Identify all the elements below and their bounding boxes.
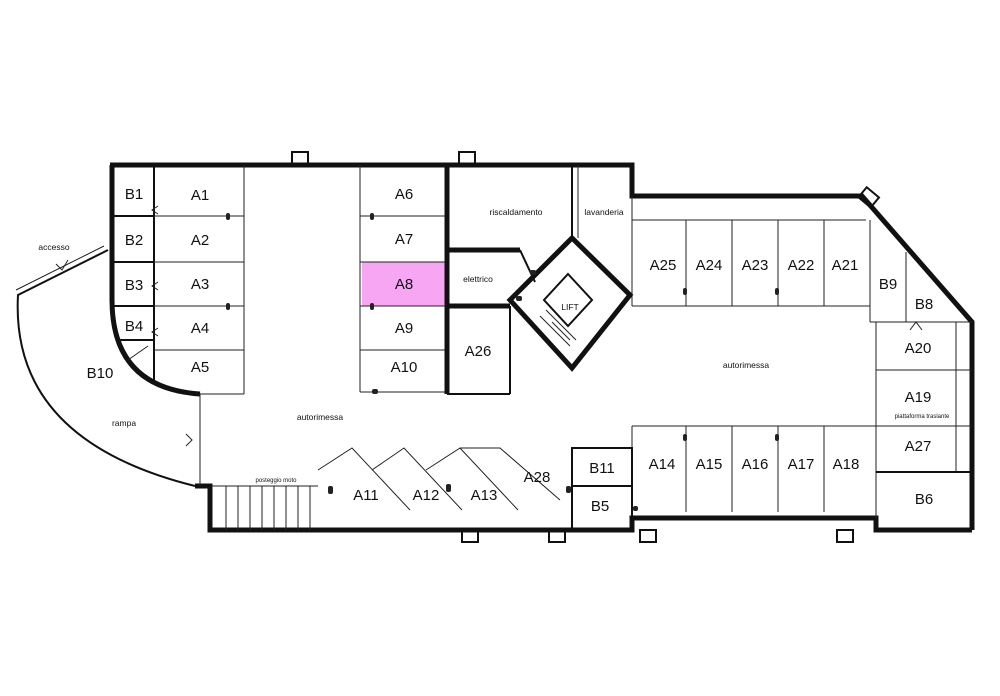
label-a21: A21 xyxy=(832,257,859,274)
label-b1: B1 xyxy=(125,186,143,203)
label-a16: A16 xyxy=(742,456,769,473)
space-a8-highlight xyxy=(362,262,445,306)
label-a26: A26 xyxy=(465,343,492,360)
label-riscaldamento: riscaldamento xyxy=(490,207,543,217)
label-a14: A14 xyxy=(649,456,676,473)
label-b5: B5 xyxy=(591,498,609,515)
label-a18: A18 xyxy=(833,456,860,473)
label-posteggio-moto: posteggio moto xyxy=(255,478,297,484)
label-a23: A23 xyxy=(742,257,769,274)
direction-marks xyxy=(55,205,923,447)
label-elettrico: elettrico xyxy=(463,274,493,284)
a21-a25-row xyxy=(632,219,871,322)
label-a25: A25 xyxy=(650,257,677,274)
service-rooms xyxy=(444,165,634,395)
label-autorimessa-right: autorimessa xyxy=(723,360,770,370)
label-a27: A27 xyxy=(905,438,932,455)
label-a13: A13 xyxy=(471,487,498,504)
label-a15: A15 xyxy=(696,456,723,473)
label-b10: B10 xyxy=(87,365,114,382)
space-labels: B1 B2 B3 B4 B10 A1 A2 A3 A4 A5 A6 A7 A8 … xyxy=(87,186,934,515)
label-a20: A20 xyxy=(905,340,932,357)
label-rampa: rampa xyxy=(112,418,136,428)
label-a5: A5 xyxy=(191,359,209,376)
label-autorimessa-left: autorimessa xyxy=(297,412,344,422)
label-b8: B8 xyxy=(915,296,933,313)
label-lavanderia: lavanderia xyxy=(584,207,623,217)
angled-spaces xyxy=(317,447,561,511)
label-a17: A17 xyxy=(788,456,815,473)
label-b3: B3 xyxy=(125,277,143,294)
label-a24: A24 xyxy=(696,257,723,274)
b-column xyxy=(112,165,155,380)
label-a7: A7 xyxy=(395,231,413,248)
label-a6: A6 xyxy=(395,186,413,203)
label-a22: A22 xyxy=(788,257,815,274)
label-b11: B11 xyxy=(589,460,615,477)
label-a2: A2 xyxy=(191,232,209,249)
a1-a5-column xyxy=(154,165,245,395)
right-column xyxy=(870,252,972,518)
label-b4: B4 xyxy=(125,318,143,335)
label-b2: B2 xyxy=(125,232,143,249)
label-a8: A8 xyxy=(395,276,413,293)
label-a28: A28 xyxy=(524,469,551,486)
label-a1: A1 xyxy=(191,187,209,204)
label-lift: LIFT xyxy=(561,302,578,312)
label-a9: A9 xyxy=(395,320,413,337)
room-labels: riscaldamento lavanderia elettrico LIFT … xyxy=(38,207,950,484)
label-a3: A3 xyxy=(191,276,209,293)
label-a12: A12 xyxy=(413,487,440,504)
stairs xyxy=(212,485,318,530)
label-a19: A19 xyxy=(905,389,932,406)
label-b6: B6 xyxy=(915,491,933,508)
label-b9: B9 xyxy=(879,276,897,293)
label-a11: A11 xyxy=(353,487,379,504)
label-a10: A10 xyxy=(391,359,418,376)
pillars xyxy=(291,151,881,543)
label-a4: A4 xyxy=(191,320,209,337)
label-accesso: accesso xyxy=(38,242,69,252)
b5-b11-block xyxy=(566,447,633,531)
label-piattaforma-traslante: piattaforma traslante xyxy=(895,414,950,420)
